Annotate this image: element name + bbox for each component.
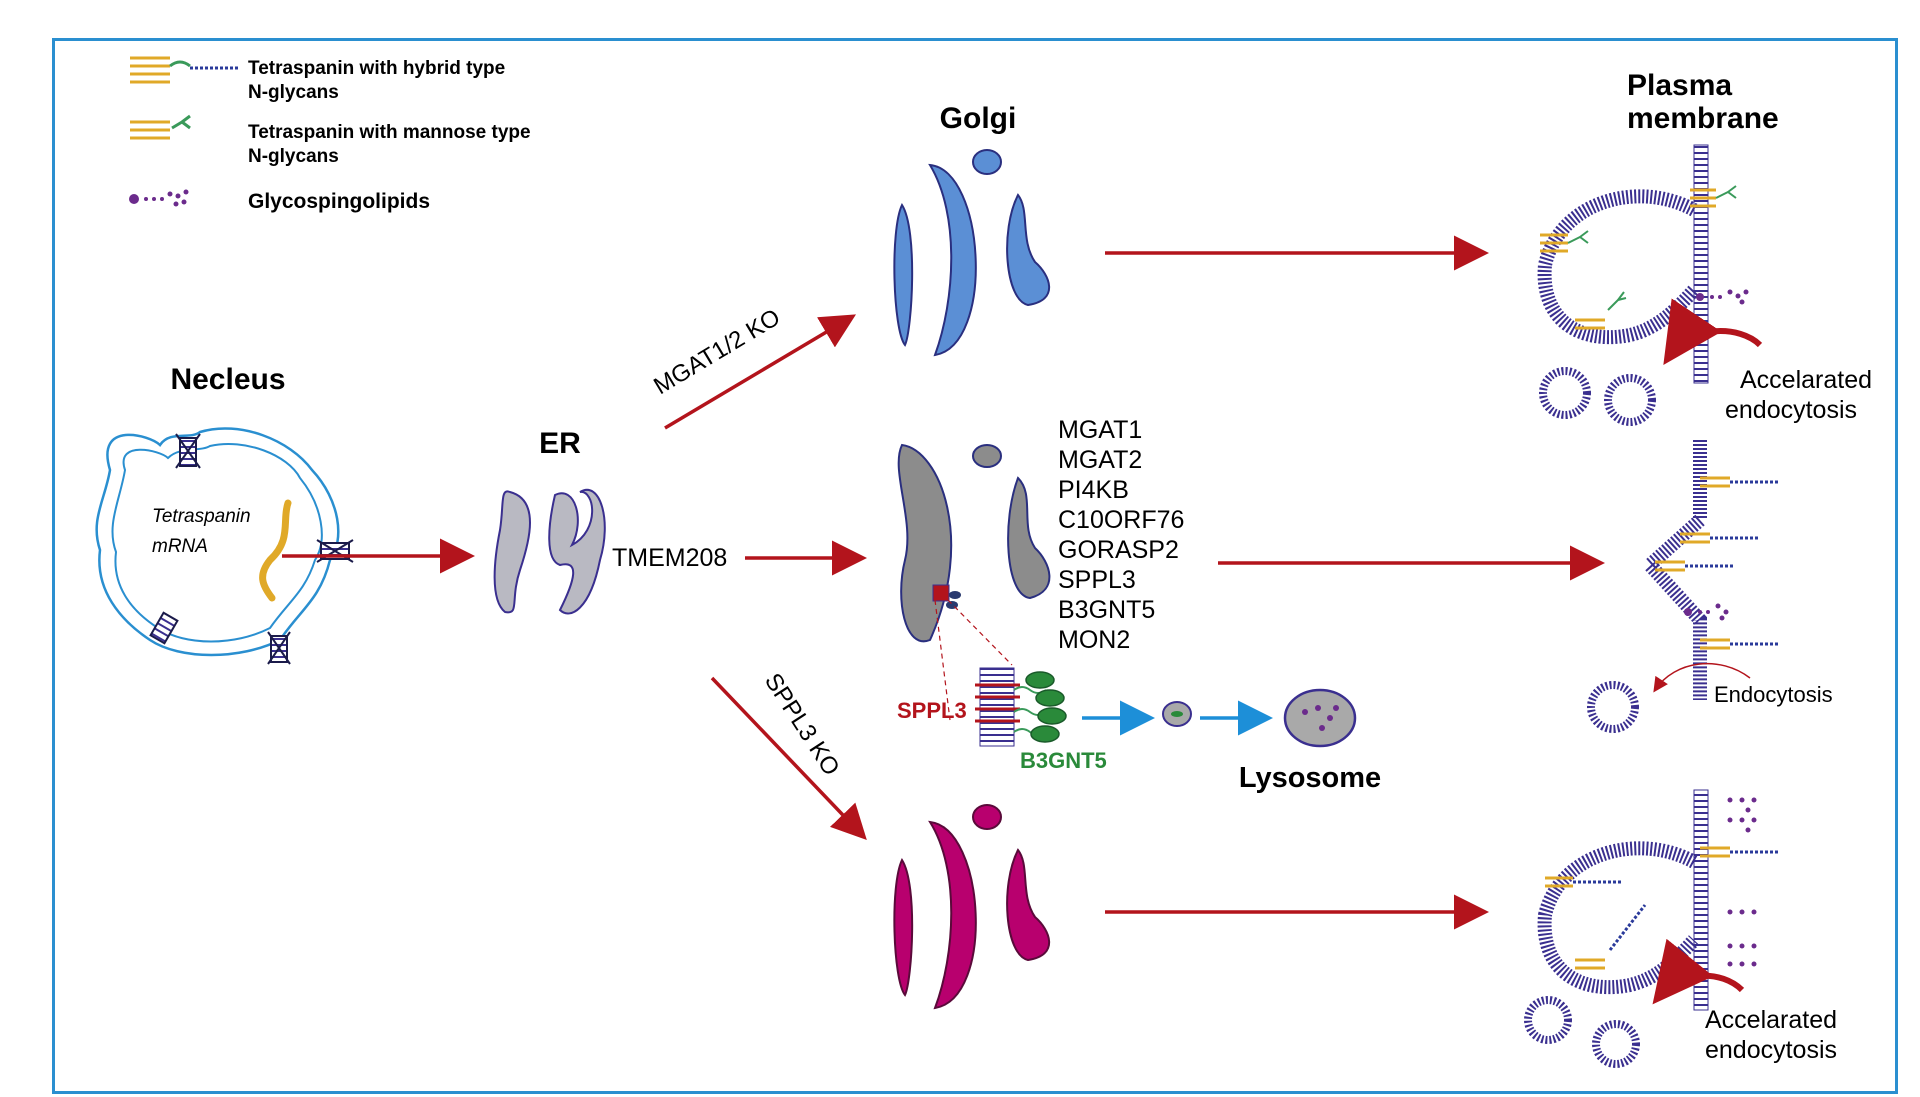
b3gnt5-label: B3GNT5 bbox=[1020, 748, 1107, 773]
mrna-strand bbox=[259, 499, 292, 602]
tetraspanin-icon bbox=[1655, 476, 1730, 650]
glycolipid-icon bbox=[129, 189, 189, 207]
plasma-membrane-label-line2: membrane bbox=[1627, 102, 1779, 135]
accelerated-endocytosis-label-2-line1: Accelarated bbox=[1705, 1006, 1837, 1034]
plasma-membrane-panel-2 bbox=[1587, 440, 1778, 733]
legend: Tetraspanin with hybrid type N-glycans T… bbox=[129, 56, 531, 213]
endoplasmic-reticulum bbox=[493, 488, 606, 615]
mgat-ko-label: MGAT1/2 KO bbox=[649, 304, 785, 400]
nuclear-envelope-outer bbox=[95, 427, 340, 657]
nuclear-pore-icon bbox=[149, 433, 354, 665]
gene-item: MGAT1 bbox=[1058, 416, 1142, 444]
arrow-er-to-golgi-sppl3-ko bbox=[710, 676, 867, 841]
tetraspanin-icon bbox=[1545, 846, 1730, 970]
endocytic-vesicle-icon bbox=[1587, 681, 1639, 733]
zoom-line bbox=[947, 599, 1013, 666]
nuclear-envelope-inner bbox=[111, 443, 323, 643]
lysosome-label: Lysosome bbox=[1239, 762, 1381, 794]
golgi-wild-type bbox=[897, 443, 1051, 643]
zoom-line bbox=[934, 599, 951, 721]
er-label: ER bbox=[539, 427, 581, 460]
hybrid-tetraspanin-icon bbox=[130, 56, 238, 84]
mannose-tetraspanin-icon bbox=[130, 114, 191, 140]
endocytosis-label: Endocytosis bbox=[1714, 682, 1833, 707]
endocytic-vesicle-icon bbox=[1592, 1020, 1640, 1068]
b3gnt5-enzyme-icon bbox=[1025, 671, 1067, 743]
plasma-membrane-panel-3 bbox=[1524, 789, 1778, 1068]
tetraspanin-icon bbox=[1540, 188, 1716, 330]
glycolipid-icon bbox=[1727, 797, 1757, 967]
membrane-inset bbox=[975, 667, 1067, 747]
lysosome bbox=[1283, 688, 1357, 748]
accelerated-endocytosis-label-2-line2: endocytosis bbox=[1705, 1036, 1837, 1064]
plasma-membrane-panel-1 bbox=[1537, 144, 1763, 426]
legend-mannose-line2: N-glycans bbox=[248, 146, 339, 167]
mrna-label-line1: Tetraspanin bbox=[152, 506, 251, 527]
gene-item: PI4KB bbox=[1058, 476, 1129, 504]
accelerated-endocytosis-label-1-line1: Accelarated bbox=[1740, 366, 1872, 394]
nucleus: Tetraspanin mRNA bbox=[95, 427, 354, 665]
mrna-label-line2: mRNA bbox=[152, 536, 208, 557]
endocytic-vesicle-icon bbox=[1604, 374, 1656, 426]
golgi-label: Golgi bbox=[940, 102, 1017, 135]
golgi-mgat-ko bbox=[893, 149, 1051, 357]
tmem208-label: TMEM208 bbox=[612, 544, 727, 572]
endocytosis-arrow bbox=[1652, 938, 1745, 1005]
gene-item: GORASP2 bbox=[1058, 536, 1179, 564]
gene-item: SPPL3 bbox=[1058, 566, 1136, 594]
gene-item: B3GNT5 bbox=[1058, 596, 1155, 624]
plasma-membrane-label-line1: Plasma bbox=[1627, 69, 1732, 102]
transport-vesicle-icon bbox=[1162, 701, 1192, 727]
gene-list: MGAT1 MGAT2 PI4KB C10ORF76 GORASP2 SPPL3… bbox=[1058, 416, 1184, 654]
sppl3-label: SPPL3 bbox=[897, 698, 967, 723]
nucleus-label: Necleus bbox=[170, 363, 285, 396]
endocytic-vesicle-icon bbox=[1539, 367, 1591, 419]
glycolipid-icon bbox=[1684, 603, 1729, 621]
legend-hybrid-line2: N-glycans bbox=[248, 82, 339, 103]
legend-mannose-line1: Tetraspanin with mannose type bbox=[248, 122, 531, 143]
accelerated-endocytosis-label-1-line2: endocytosis bbox=[1725, 396, 1857, 424]
sppl3-ko-label: SPPL3 KO bbox=[759, 669, 845, 781]
endocytosis-arrow bbox=[1663, 298, 1763, 365]
endocytosis-arrow bbox=[1653, 662, 1751, 693]
endocytic-vesicle-icon bbox=[1524, 996, 1572, 1044]
legend-glycolipid: Glycospingolipids bbox=[248, 190, 430, 213]
gene-item: MON2 bbox=[1058, 626, 1130, 654]
legend-hybrid-line1: Tetraspanin with hybrid type bbox=[248, 58, 505, 79]
gene-item: MGAT2 bbox=[1058, 446, 1142, 474]
gene-item: C10ORF76 bbox=[1058, 506, 1184, 534]
golgi-sppl3-ko bbox=[893, 804, 1051, 1010]
arrow-er-to-golgi-mgat-ko bbox=[664, 314, 857, 430]
diagram-frame bbox=[52, 38, 1898, 1094]
